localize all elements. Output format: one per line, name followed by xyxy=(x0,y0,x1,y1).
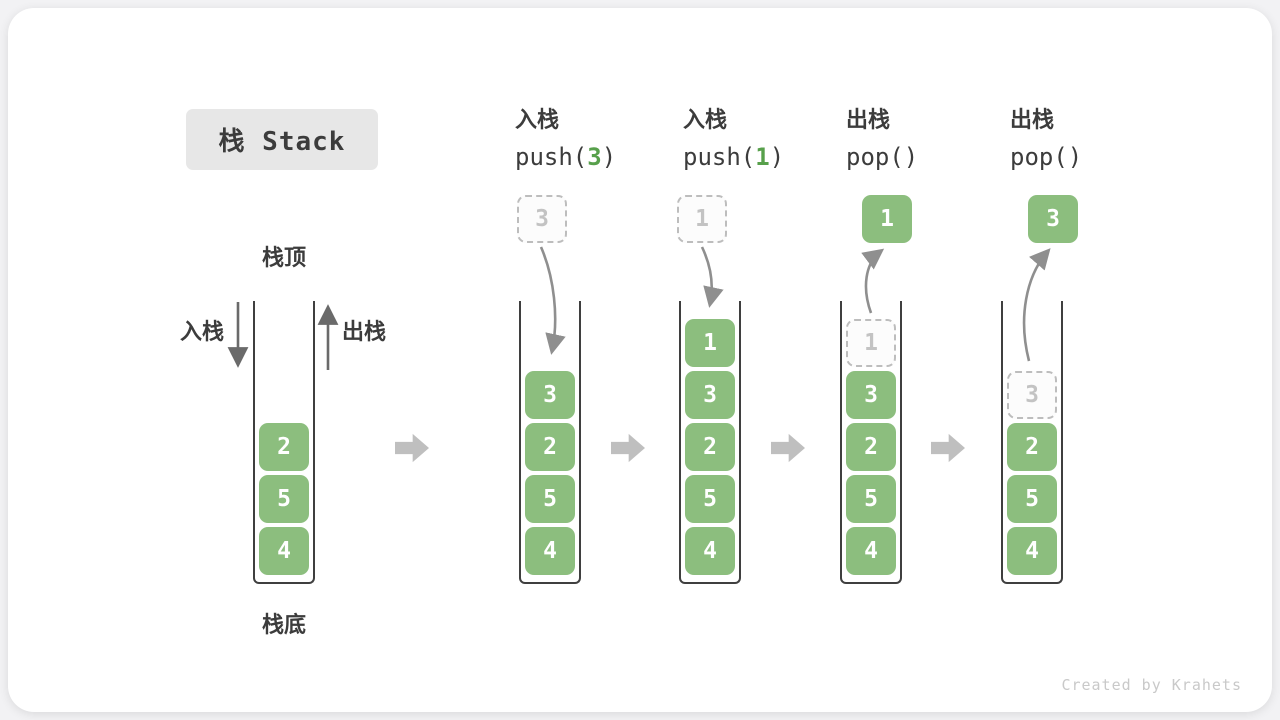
stage-header-push-3: 入栈 push(3) xyxy=(515,107,665,172)
stage-header-pop-3: 出栈 pop() xyxy=(1010,107,1160,172)
call-post: ) xyxy=(769,143,785,171)
stage-header-push-1: 入栈 push(1) xyxy=(683,107,833,172)
removed-cell-ghost: 1 xyxy=(846,319,896,367)
title-box: 栈 Stack xyxy=(186,109,378,170)
stage-op-label: 入栈 xyxy=(515,108,560,133)
stack-cell: 4 xyxy=(685,527,735,575)
call-arg: 1 xyxy=(755,143,770,171)
stack-cell: 3 xyxy=(846,371,896,419)
stack-cell: 4 xyxy=(1007,527,1057,575)
call-pre: pop( xyxy=(846,143,904,171)
stage-op-label: 入栈 xyxy=(683,108,728,133)
call-arg: 3 xyxy=(587,143,602,171)
stack-cell: 5 xyxy=(259,475,309,523)
stack-bottom-label: 栈底 xyxy=(261,613,306,638)
call-pre: push( xyxy=(683,143,756,171)
stack-cell: 2 xyxy=(259,423,309,471)
stack-cell: 3 xyxy=(685,371,735,419)
stack-cell: 4 xyxy=(846,527,896,575)
stage-call-code: push(1) xyxy=(683,142,833,172)
stage-call-code: pop() xyxy=(1010,142,1160,172)
stack-cell: 4 xyxy=(259,527,309,575)
stack-container-5 xyxy=(1001,301,1063,584)
stack-container-2 xyxy=(519,301,581,584)
stage-call-code: pop() xyxy=(846,142,996,172)
popped-value-box: 3 xyxy=(1028,195,1078,243)
stack-container-4 xyxy=(840,301,902,584)
floating-push-value: 3 xyxy=(517,195,567,243)
removed-cell-ghost: 3 xyxy=(1007,371,1057,419)
stage-op-label: 出栈 xyxy=(846,108,891,133)
stack-cell: 5 xyxy=(846,475,896,523)
stack-top-label: 栈顶 xyxy=(261,246,306,271)
popped-value-box: 1 xyxy=(862,195,912,243)
stage-call-code: push(3) xyxy=(515,142,665,172)
push-side-label: 入栈 xyxy=(180,320,225,345)
call-post: ) xyxy=(601,143,617,171)
stack-cell: 2 xyxy=(1007,423,1057,471)
title-text: 栈 Stack xyxy=(218,127,346,157)
stage-op-label: 出栈 xyxy=(1010,108,1055,133)
stage-header-pop-1: 出栈 pop() xyxy=(846,107,996,172)
stack-cell: 2 xyxy=(685,423,735,471)
stack-cell: 5 xyxy=(685,475,735,523)
credit-text: Created by Krahets xyxy=(1061,676,1242,694)
call-pre: push( xyxy=(515,143,588,171)
stack-cell: 5 xyxy=(1007,475,1057,523)
stack-cell: 1 xyxy=(685,319,735,367)
stack-cell: 4 xyxy=(525,527,575,575)
call-pre: pop( xyxy=(1010,143,1068,171)
stack-cell: 2 xyxy=(525,423,575,471)
pop-side-label: 出栈 xyxy=(342,320,387,345)
stack-container-1 xyxy=(253,301,315,584)
call-post: ) xyxy=(1067,143,1083,171)
stack-cell: 3 xyxy=(525,371,575,419)
call-post: ) xyxy=(903,143,919,171)
floating-push-value: 1 xyxy=(677,195,727,243)
stack-cell: 2 xyxy=(846,423,896,471)
stack-container-3 xyxy=(679,301,741,584)
stack-cell: 5 xyxy=(525,475,575,523)
